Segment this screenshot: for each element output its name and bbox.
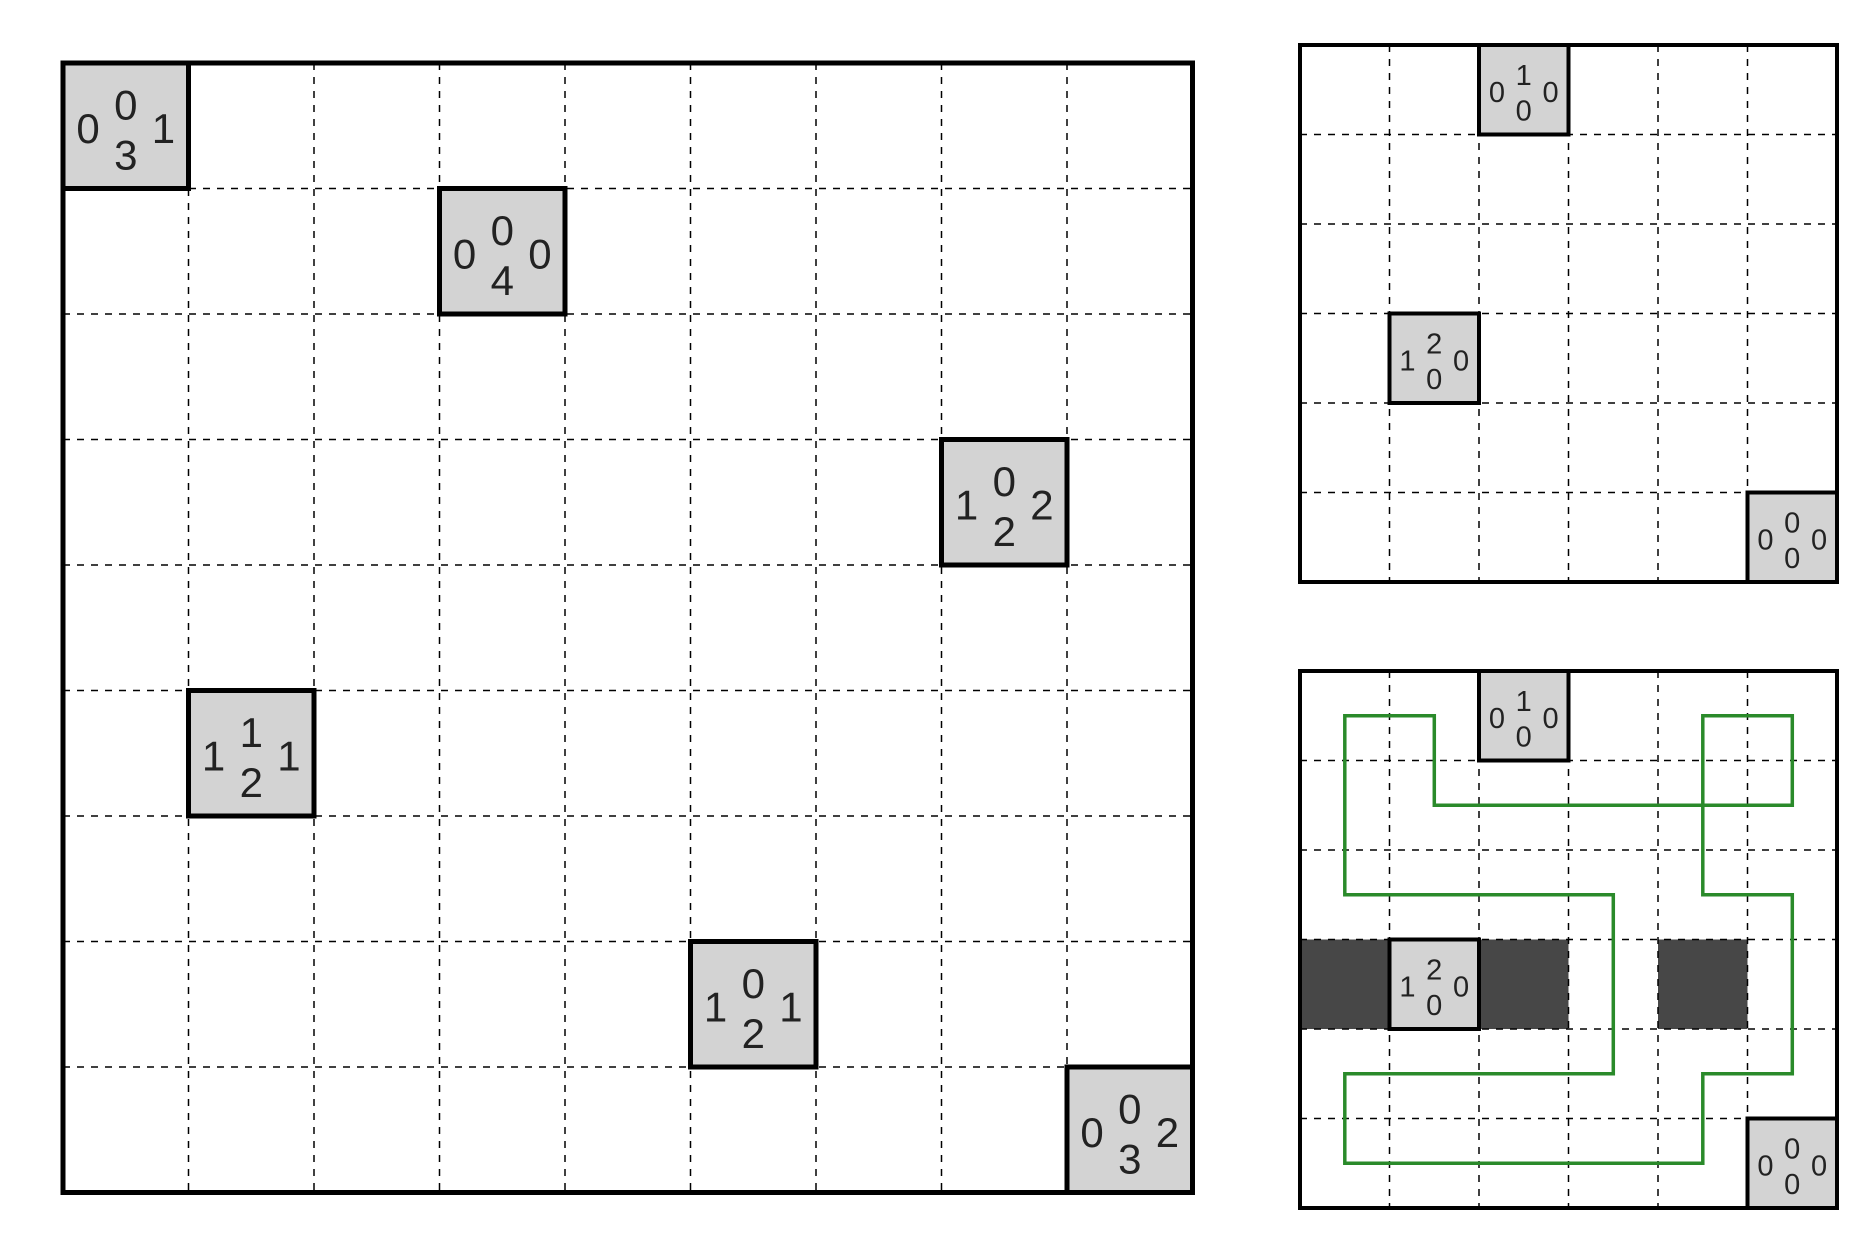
clue-cell: 01 12	[688, 939, 819, 1070]
clue-box	[186, 688, 317, 819]
clue-top-number: 1	[1516, 60, 1532, 92]
clue-bottom-number: 4	[491, 257, 514, 304]
clue-left-number: 0	[76, 105, 99, 152]
clue-bottom-number: 0	[1784, 1169, 1800, 1201]
clue-right-number: 0	[1453, 971, 1469, 1003]
clue-box	[1745, 490, 1839, 584]
solution-loop	[1343, 714, 1795, 1166]
clue-top-number: 2	[1426, 328, 1442, 360]
clue-box	[688, 939, 819, 1070]
clue-right-number: 0	[1811, 524, 1827, 556]
clue-left-number: 0	[1489, 77, 1505, 109]
clue-right-number: 0	[1543, 77, 1559, 109]
grid-border	[1298, 669, 1839, 1210]
clue-top-number: 0	[1784, 1133, 1800, 1165]
clue-right-number: 0	[1811, 1150, 1827, 1182]
clue-right-number: 2	[1030, 482, 1053, 529]
clue-box	[60, 60, 191, 191]
clue-box	[1477, 43, 1571, 137]
clue-bottom-number: 3	[114, 131, 137, 178]
clue-top-number: 0	[1784, 507, 1800, 539]
clue-left-number: 1	[1399, 971, 1415, 1003]
clue-bottom-number: 0	[1426, 990, 1442, 1022]
shaded-cell	[1300, 939, 1390, 1029]
clue-box	[437, 186, 568, 317]
clue-right-number: 0	[1543, 703, 1559, 735]
clue-top-number: 1	[240, 709, 263, 756]
clue-bottom-number: 0	[1426, 364, 1442, 396]
clue-right-number: 0	[528, 231, 551, 278]
clue-top-number: 0	[491, 207, 514, 254]
clue-left-number: 0	[1080, 1109, 1103, 1156]
clue-top-number: 0	[742, 960, 765, 1007]
clue-left-number: 0	[1757, 1150, 1773, 1182]
clue-bottom-number: 0	[1784, 543, 1800, 575]
clue-right-number: 1	[152, 105, 175, 152]
clue-left-number: 1	[704, 984, 727, 1031]
clue-right-number: 2	[1156, 1109, 1179, 1156]
clue-box	[1477, 669, 1571, 763]
clue-top-number: 0	[993, 458, 1016, 505]
clue-left-number: 0	[1757, 524, 1773, 556]
clue-top-number: 1	[1516, 686, 1532, 718]
grid-border	[60, 60, 1195, 1195]
clue-top-number: 2	[1426, 954, 1442, 986]
clue-left-number: 1	[955, 482, 978, 529]
clue-left-number: 1	[202, 733, 225, 780]
grid-background	[63, 63, 1193, 1193]
clue-bottom-number: 0	[1516, 722, 1532, 754]
grid-border	[1298, 43, 1839, 584]
clue-box	[1387, 937, 1481, 1031]
clue-bottom-number: 2	[240, 759, 263, 806]
clue-top-number: 0	[1118, 1085, 1141, 1132]
clue-bottom-number: 2	[742, 1010, 765, 1057]
clue-right-number: 0	[1453, 345, 1469, 377]
shaded-cell	[1658, 939, 1748, 1029]
clue-bottom-number: 0	[1516, 96, 1532, 128]
shaded-cell	[1479, 939, 1569, 1029]
clue-bottom-number: 2	[993, 508, 1016, 555]
clue-left-number: 0	[1489, 703, 1505, 735]
clue-bottom-number: 3	[1118, 1135, 1141, 1182]
clue-right-number: 1	[779, 984, 802, 1031]
clue-box	[1387, 311, 1481, 405]
clue-left-number: 0	[453, 231, 476, 278]
clue-right-number: 1	[277, 733, 300, 780]
clue-left-number: 1	[1399, 345, 1415, 377]
clue-box	[939, 437, 1070, 568]
clue-top-number: 0	[114, 81, 137, 128]
